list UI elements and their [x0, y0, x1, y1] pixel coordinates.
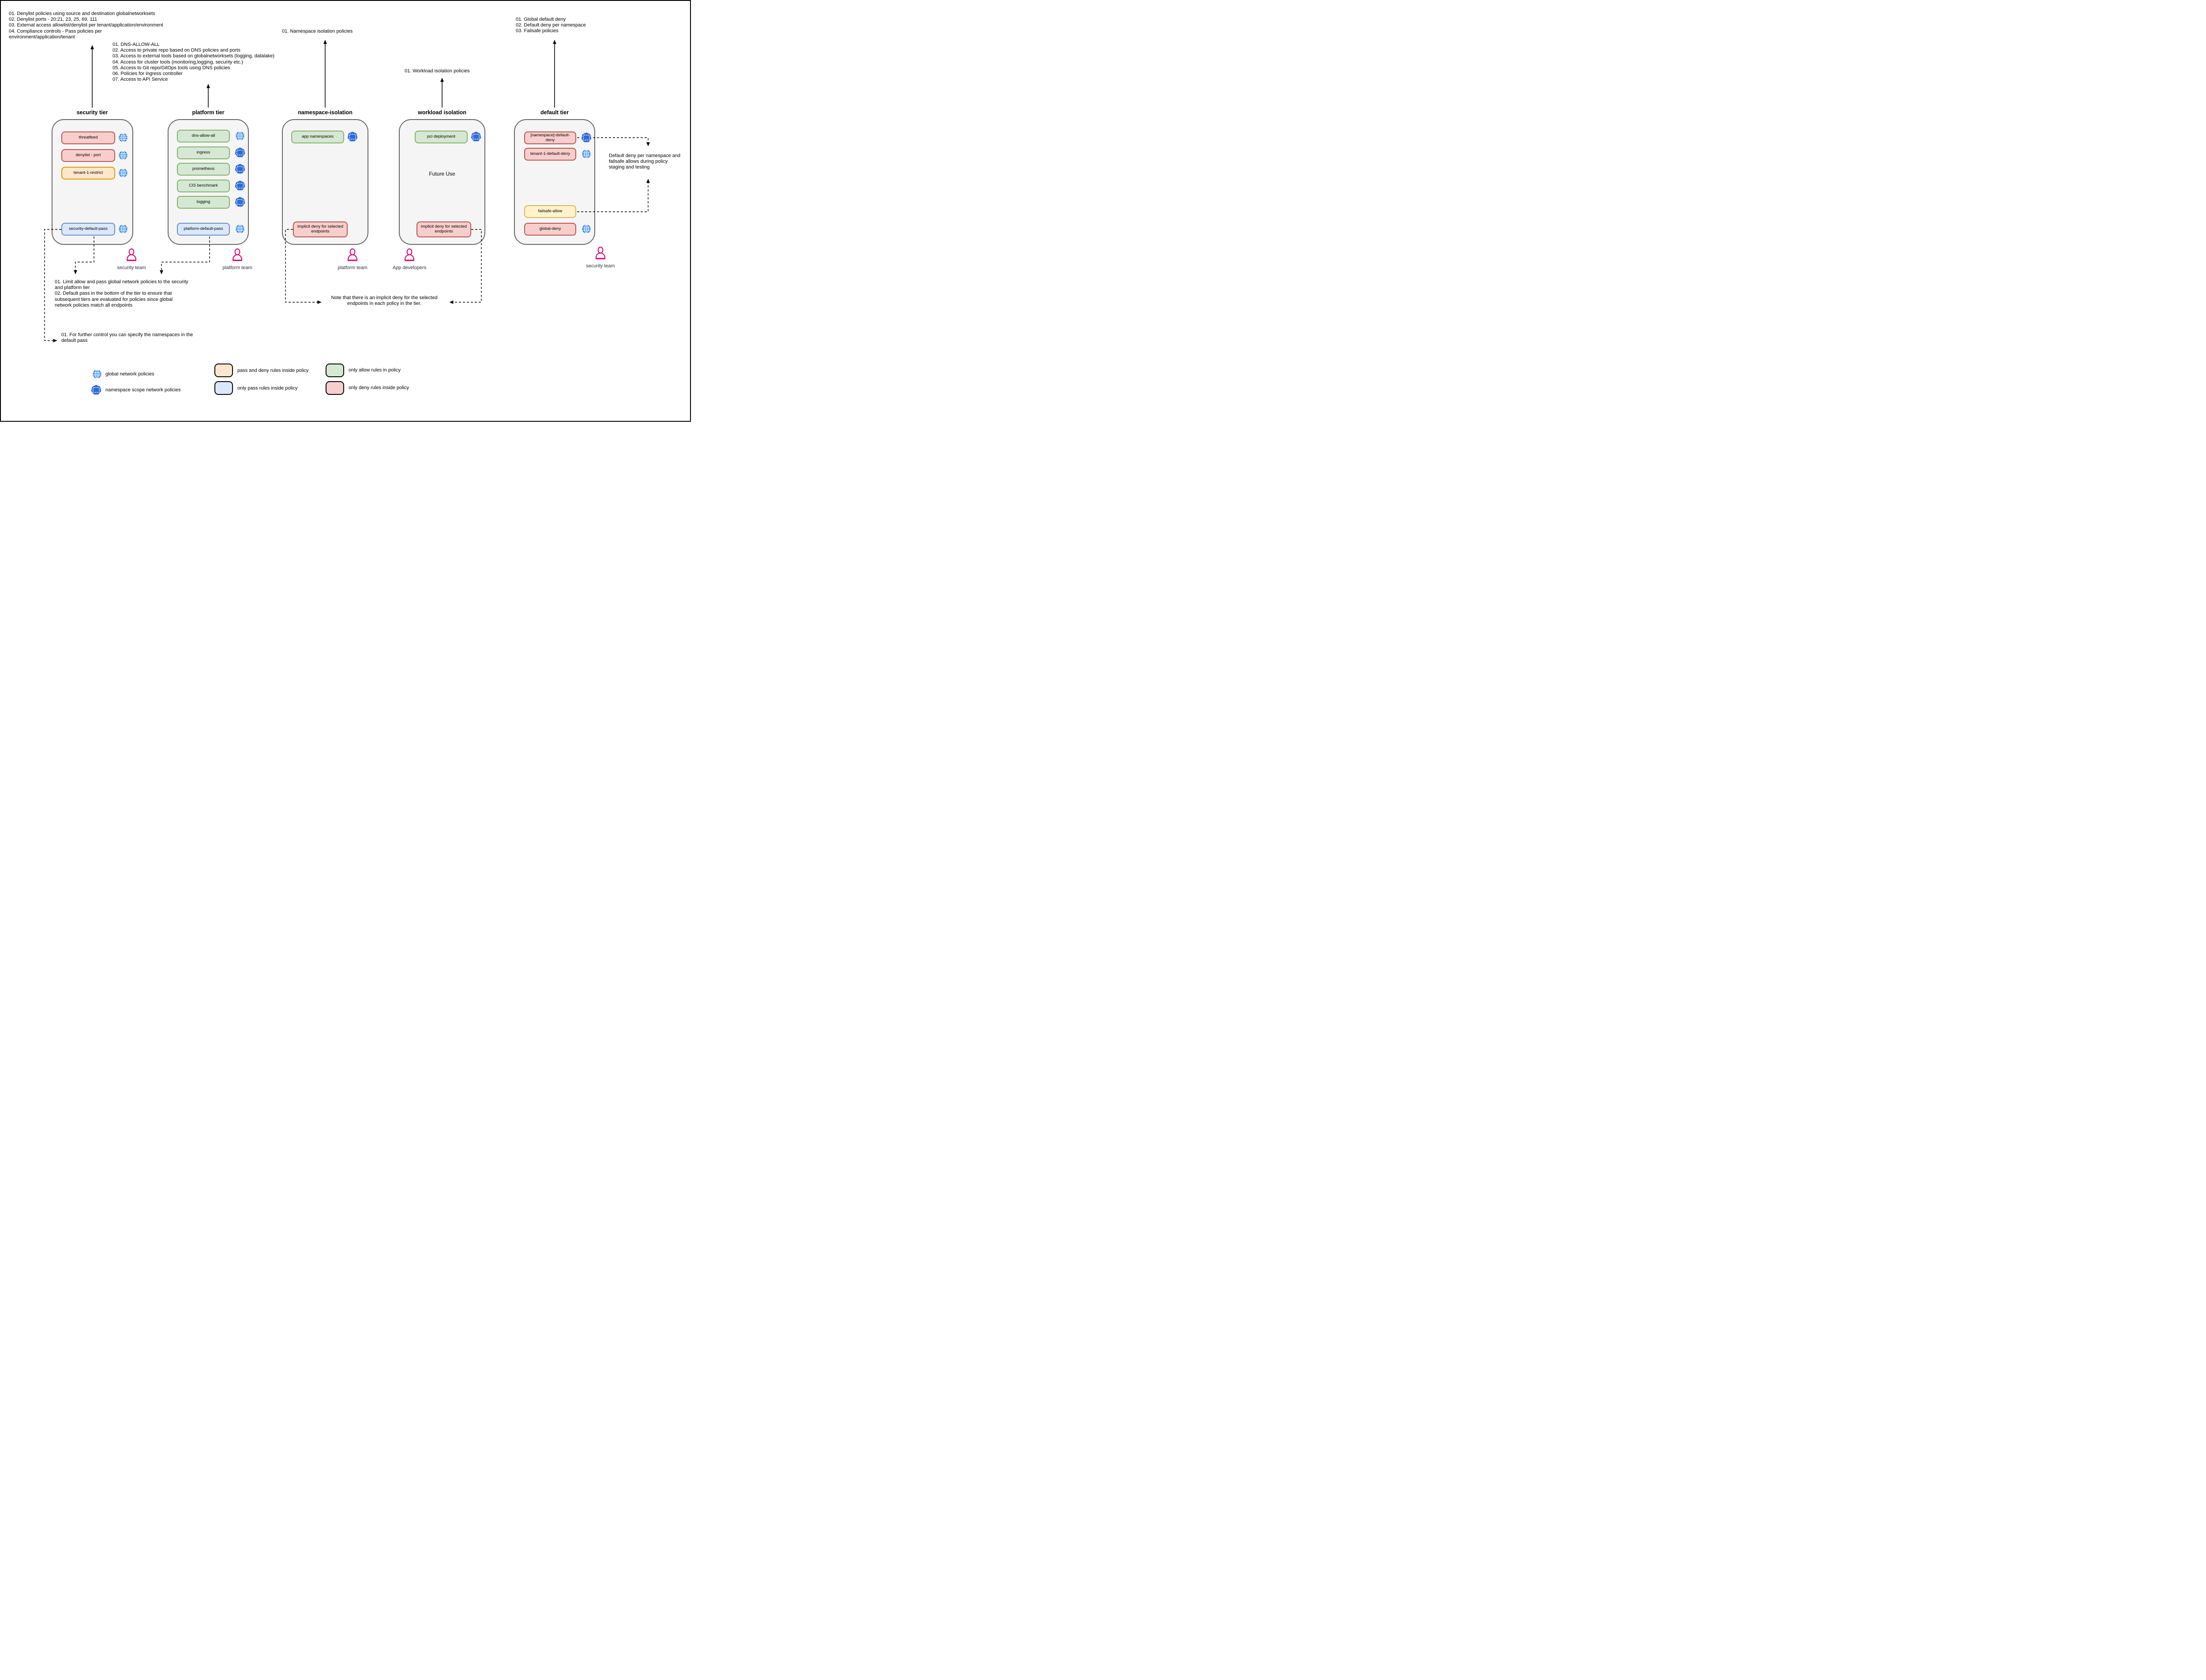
legend-namespace-policy-icon	[90, 385, 102, 395]
policy-implicit-deny: implicit deny for selected endpoints	[416, 221, 471, 237]
policy-denylist-port: denylist - port	[61, 149, 115, 162]
namespace-policy-icon	[234, 197, 246, 207]
namespace-policy-icon	[347, 131, 358, 142]
global-policy-icon	[118, 224, 128, 234]
namespace-policy-icon	[234, 164, 246, 174]
team-label-platform-1: platform team	[222, 265, 252, 270]
namespace-tier-annotation: 01. Namespace isolation policies	[282, 29, 353, 34]
diagram-canvas: 01. Denylist policies using source and d…	[0, 0, 691, 422]
policy-ingress: ingress	[177, 146, 230, 159]
policy-global-deny: global-deny	[524, 223, 576, 236]
tier-title-security: security tier	[76, 109, 108, 116]
global-policy-icon	[582, 149, 591, 159]
namespace-policy-icon	[234, 147, 246, 158]
namespace-policy-icon	[234, 180, 246, 191]
legend-label-deny: only deny rules inside policy	[349, 385, 409, 390]
default-deny-note: Default deny per namespace and failsafe …	[609, 153, 681, 170]
global-policy-icon	[582, 224, 591, 234]
policy-security-default-pass: security-default-pass	[61, 223, 115, 236]
person-icon	[403, 248, 416, 262]
default-tier-annotation: 01. Global default deny 02. Default deny…	[516, 17, 586, 34]
namespace-policy-icon	[470, 131, 482, 142]
future-use-label: Future Use	[429, 171, 455, 177]
tier-title-workload: workload isolation	[418, 109, 466, 116]
policy-logging: logging	[177, 196, 230, 209]
global-policy-icon	[235, 131, 245, 141]
team-label-app-devs: App developers	[392, 265, 427, 270]
legend-label-pass-deny: pass and deny rules inside policy	[237, 368, 309, 373]
policy-platform-default-pass: platform-default-pass	[177, 223, 230, 236]
legend-label-namespace: namespace scope network policies	[105, 387, 181, 393]
security-tier-annotation: 01. Denylist policies using source and d…	[9, 11, 163, 40]
tier-title-namespace: namespace-isolation	[298, 109, 353, 116]
legend-global-policy-icon	[92, 369, 102, 379]
policy-cis-benchmark: CIS benchmark	[177, 180, 230, 192]
policy-dns-allow-all: dns-allow-all	[177, 130, 230, 142]
policy-threatfeed: threatfeed	[61, 131, 115, 144]
policy-failsafe-allow: failsafe-allow	[524, 205, 576, 218]
person-icon	[594, 246, 607, 261]
tier-guidance-note: 01. Limit allow and pass global network …	[55, 279, 188, 308]
policy-app-namespaces: app namespaces	[291, 131, 344, 143]
legend-swatch-pass	[214, 381, 233, 395]
workload-tier-annotation: 01. Workload isolation policies	[405, 68, 470, 74]
policy-tenant-1-default-deny: tenant-1-default-deny	[524, 148, 576, 161]
policy-implicit-deny: implicit deny for selected endpoints	[293, 221, 348, 237]
global-policy-icon	[118, 133, 128, 142]
legend-label-global: global network policies	[105, 371, 154, 377]
team-label-security-1: security team	[117, 265, 146, 270]
legend-label-pass: only pass rules inside policy	[237, 386, 298, 391]
legend-swatch-deny	[326, 381, 344, 395]
team-label-security-2: security team	[586, 263, 615, 269]
tier-title-default: default tier	[540, 109, 569, 116]
implicit-deny-note: Note that there is an implicit deny for …	[331, 295, 438, 307]
policy-pci-deployment: pci deployment	[415, 131, 468, 143]
person-icon	[231, 248, 244, 262]
legend-label-allow: only allow rules in policy	[349, 368, 401, 373]
tier-title-platform: platform tier	[192, 109, 225, 116]
global-policy-icon	[118, 150, 128, 160]
legend-swatch-pass-deny	[214, 364, 233, 377]
policy-namespace-default-deny: [namespace]-default-deny	[524, 131, 576, 144]
policy-prometheus: prometheus	[177, 163, 230, 176]
person-icon	[125, 248, 138, 262]
namespace-policy-icon	[581, 132, 592, 143]
global-policy-icon	[118, 168, 128, 178]
legend-swatch-allow	[326, 364, 344, 377]
team-label-platform-2: platform team	[338, 265, 368, 270]
policy-tenant-1-restrict: tenant-1-restrict	[61, 167, 115, 180]
person-icon	[346, 248, 359, 262]
platform-tier-annotation: 01. DNS-ALLOW-ALL 02. Access to private …	[113, 42, 274, 82]
further-control-note: 01. For further control you can specify …	[61, 332, 193, 344]
global-policy-icon	[235, 224, 245, 234]
